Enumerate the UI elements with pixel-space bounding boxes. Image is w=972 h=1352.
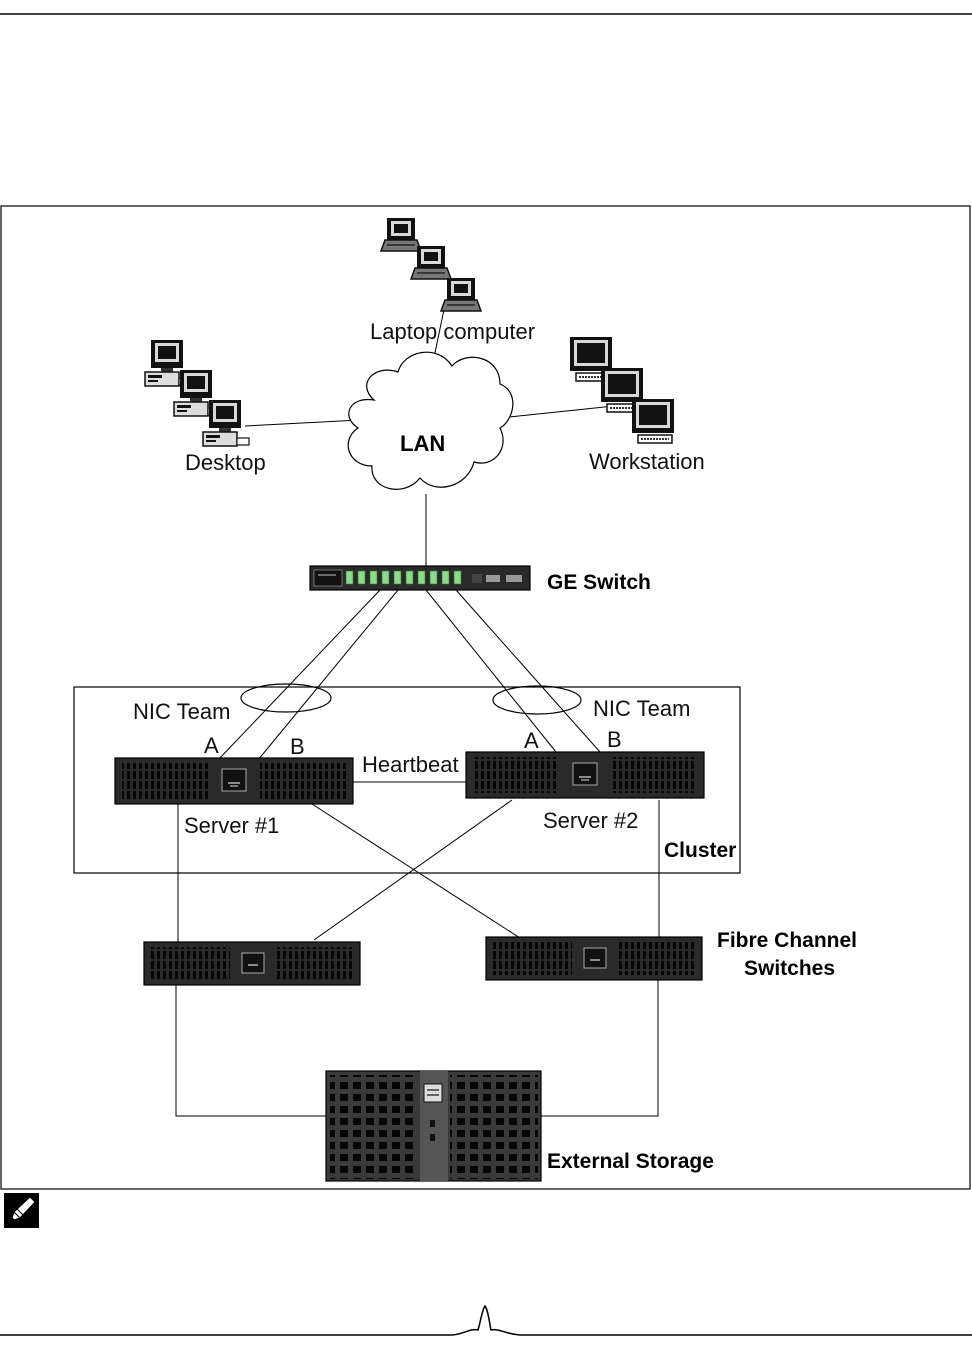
workstation-lan-link — [499, 405, 615, 419]
port-b-left-label: B — [290, 734, 305, 759]
team-right-b-link — [455, 589, 601, 753]
storage-label: External Storage — [547, 1150, 714, 1173]
server-2 — [465, 751, 705, 799]
workstation-icon — [631, 398, 675, 444]
fc1-storage-link — [175, 985, 328, 1117]
server1-label: Server #1 — [184, 813, 279, 838]
external-storage — [325, 1070, 542, 1182]
heartbeat-label: Heartbeat — [362, 752, 459, 777]
desktop-lan-link — [244, 419, 361, 427]
server1-fc2-link — [311, 803, 521, 939]
server2-label: Server #2 — [543, 808, 638, 833]
fc2-storage-link — [540, 980, 659, 1117]
waveform-logo-icon — [451, 1304, 523, 1336]
port-b-right-label: B — [607, 727, 622, 752]
figure-frame — [0, 205, 971, 1190]
desktop-icon — [202, 399, 250, 447]
fc-switch-1 — [143, 941, 361, 986]
nic-team-left-ellipse — [240, 683, 332, 713]
nic-team-right-label: NIC Team — [593, 696, 690, 721]
fc-switches-label-line2: Switches — [744, 957, 835, 980]
team-left-b-link — [257, 589, 399, 761]
team-left-a-link — [217, 589, 381, 761]
laptop-group — [380, 217, 482, 312]
nic-team-left-label: NIC Team — [133, 699, 230, 724]
desktop-label: Desktop — [185, 450, 266, 475]
server-1 — [114, 757, 354, 805]
desktop-group — [144, 339, 250, 447]
laptop-icon — [380, 217, 422, 252]
port-a-left-label: A — [204, 733, 219, 758]
ge-switch — [309, 565, 531, 591]
laptop-icon — [440, 277, 482, 312]
port-a-right-label: A — [524, 728, 539, 753]
workstation-label: Workstation — [589, 449, 705, 474]
ge-switch-label: GE Switch — [547, 571, 651, 594]
server2-fc1-link — [313, 799, 513, 941]
lan-cloud — [347, 351, 514, 490]
nic-team-right-ellipse — [492, 685, 582, 715]
laptop-icon — [410, 245, 452, 280]
team-right-a-link — [425, 589, 557, 753]
connections — [175, 299, 660, 1117]
cluster-box — [73, 686, 741, 874]
lan-label: LAN — [400, 431, 445, 456]
cluster-label: Cluster — [664, 839, 736, 862]
pencil-note-icon — [4, 1193, 39, 1228]
workstation-group — [569, 336, 675, 444]
fc-switch-2 — [485, 936, 703, 981]
laptop-label: Laptop computer — [370, 319, 535, 344]
fc-switches-label-line1: Fibre Channel — [717, 929, 857, 952]
